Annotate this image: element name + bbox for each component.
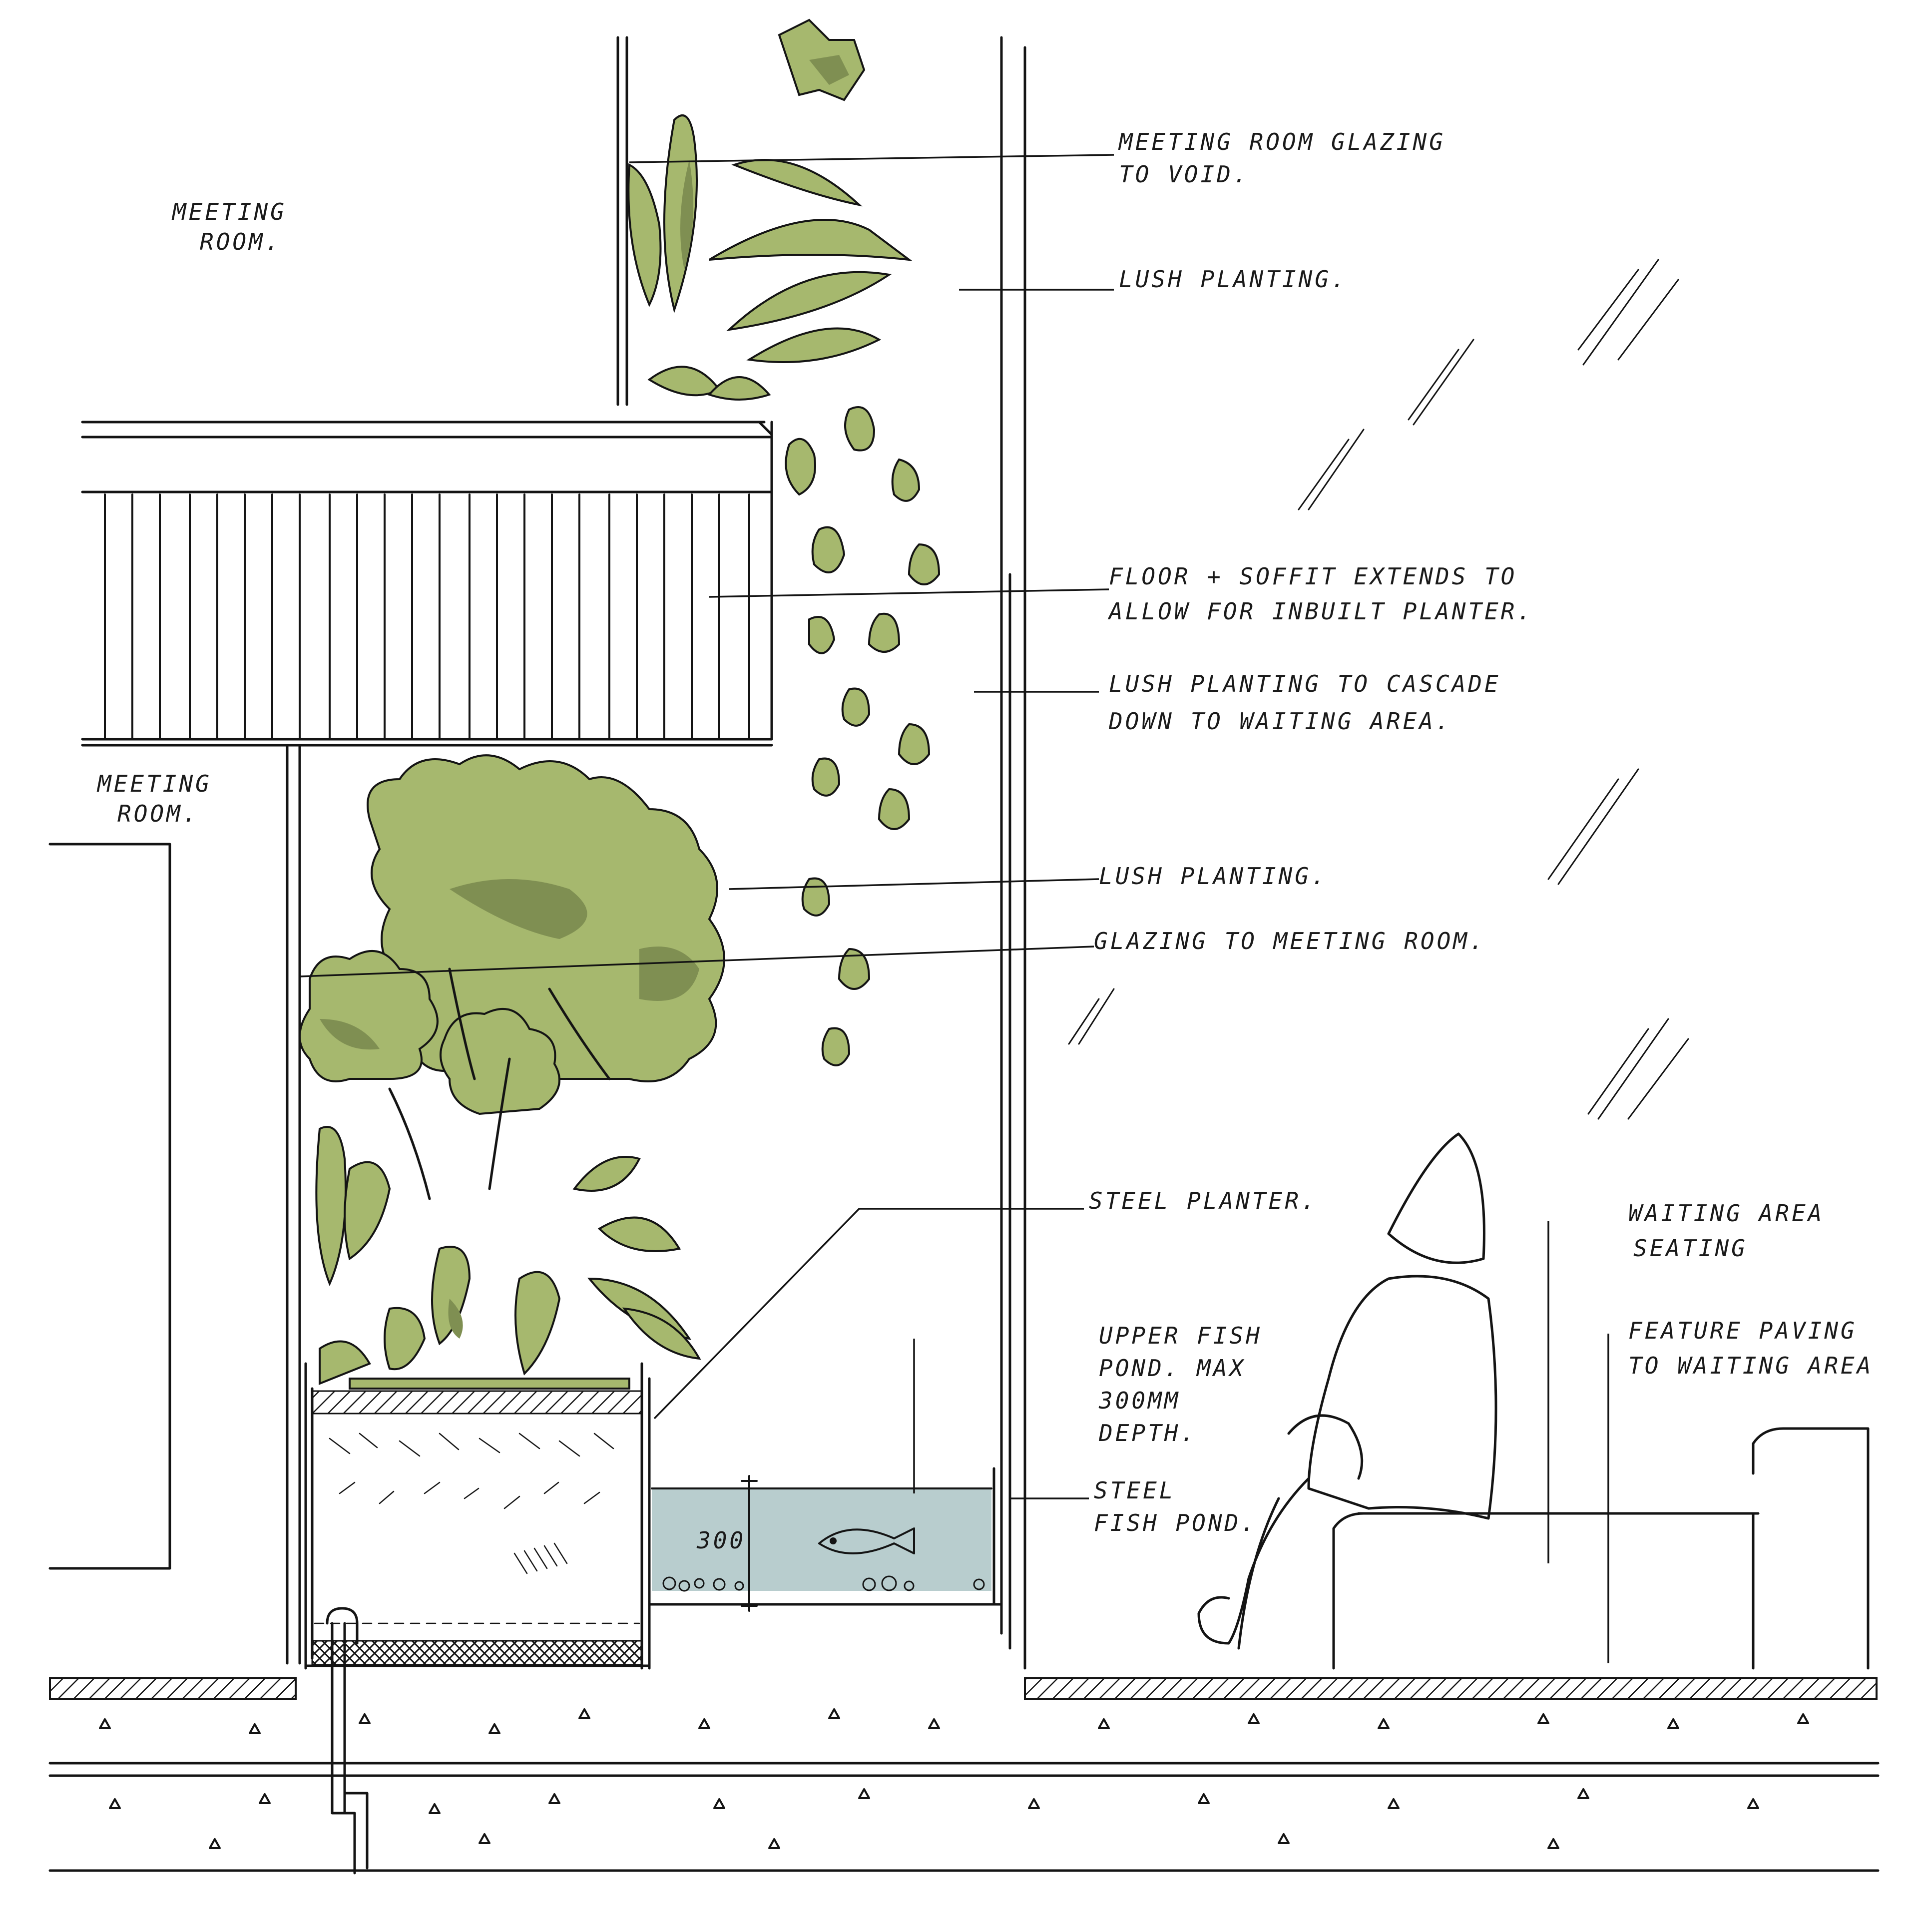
lush-planting-lower <box>315 1126 701 1390</box>
cascading-planting <box>785 406 941 1066</box>
pond-dimension-label: 300 <box>696 1527 746 1554</box>
seated-figure <box>1197 1132 1497 1650</box>
label-glazing-meeting-room: GLAZING TO MEETING ROOM. <box>1094 928 1486 955</box>
soffit-cladding <box>104 493 750 739</box>
pond-pebbles <box>662 1575 985 1592</box>
annotation-labels: MEETING ROOM. MEETING ROOM. MEETING ROOM… <box>96 128 1873 1536</box>
label-meeting-room-lower: MEETING ROOM. <box>96 770 228 827</box>
label-floor-soffit: FLOOR + SOFFIT EXTENDS TO ALLOW FOR INBU… <box>1107 563 1533 625</box>
fish-pond: 300 <box>651 1475 992 1612</box>
planter-soil <box>314 1433 640 1624</box>
building-structure <box>48 36 1880 1872</box>
label-steel-planter: STEEL PLANTER. <box>1089 1187 1318 1214</box>
lush-planting-tree <box>299 754 725 1200</box>
ground-aggregate <box>99 1708 1809 1849</box>
label-feature-paving: FEATURE PAVING TO WAITING AREA <box>1628 1317 1873 1379</box>
label-lush-planting-cascade: LUSH PLANTING TO CASCADE DOWN TO WAITING… <box>1108 670 1517 735</box>
leader-lines <box>299 154 1609 1663</box>
label-meeting-room-glazing-void: MEETING ROOM GLAZING TO VOID. <box>1118 128 1462 188</box>
glazing-reflection-marks <box>1068 259 1689 1120</box>
floor-slabs <box>49 1390 1878 1700</box>
label-lush-planting-top: LUSH PLANTING. <box>1119 266 1348 293</box>
lush-planting-upper <box>627 18 913 401</box>
label-steel-fish-pond: STEEL FISH POND. <box>1094 1477 1257 1536</box>
waiting-area-seating <box>1332 1427 1870 1670</box>
label-upper-fish-pond: UPPER FISH POND. MAX 300MM DEPTH. <box>1098 1322 1279 1447</box>
label-lush-planting-mid: LUSH PLANTING. <box>1099 863 1328 890</box>
fish-icon <box>818 1527 915 1554</box>
label-waiting-area-seating: WAITING AREA SEATING <box>1628 1200 1841 1262</box>
label-meeting-room-upper: MEETING ROOM. <box>171 198 303 255</box>
drain-pipe <box>326 1607 369 1875</box>
